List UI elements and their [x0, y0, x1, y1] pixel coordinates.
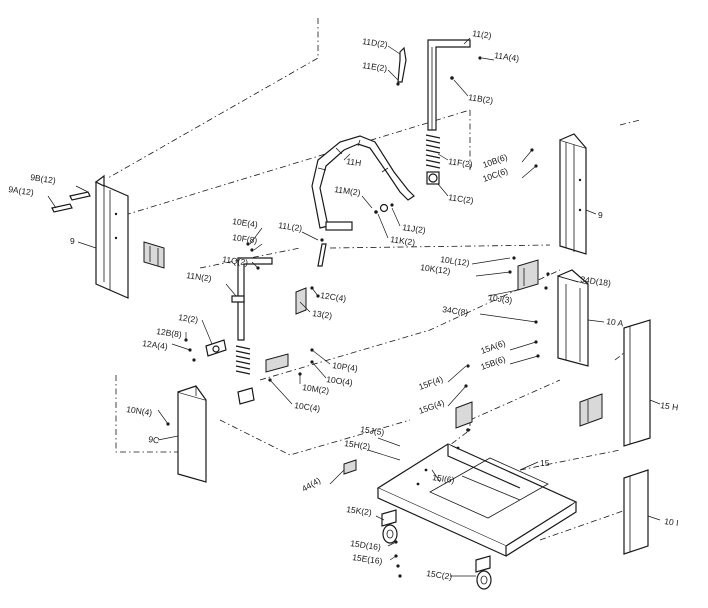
label-15e: 15E(16) [352, 552, 384, 566]
label-34c: 34C(8) [442, 304, 469, 318]
label-15h-right: 15 H [660, 400, 679, 412]
label-11a: 11A(4) [494, 50, 520, 63]
label-11-2: 11(2) [472, 28, 493, 41]
label-11d: 11D(2) [362, 36, 389, 49]
label-11j: 11J(2) [402, 222, 427, 235]
label-11k: 11K(2) [390, 234, 416, 247]
label-10j: 10J(3) [488, 292, 513, 305]
label-15h: 15H(2) [344, 438, 371, 452]
label-9c: 9C [148, 434, 160, 445]
label-11l: 11L(2) [278, 220, 303, 233]
label-15d: 15D(16) [350, 538, 382, 552]
label-15b: 15B(6) [479, 354, 507, 372]
handle-bar-11h [311, 135, 415, 267]
caster-wheels [381, 509, 492, 590]
pivot-arm-assembly [396, 39, 482, 185]
label-15g: 15G(4) [417, 397, 445, 416]
right-leg-10a [534, 269, 589, 367]
part-labels: 11D(2) 11E(2) 11(2) 11A(4) 11B(2) 11H 11… [8, 28, 679, 582]
bracket-10j [508, 256, 550, 291]
label-10c-left: 10C(4) [294, 400, 321, 414]
label-12b: 12B(8) [156, 326, 183, 339]
label-11c: 11C(2) [448, 192, 475, 205]
label-9-left: 9 [70, 236, 75, 246]
side-panel-10i [623, 469, 649, 555]
label-10o: 10O(4) [326, 374, 354, 388]
label-44: 44(4) [300, 475, 322, 494]
label-12c: 12C(4) [320, 290, 347, 304]
label-15i: 15I(6) [432, 472, 456, 485]
label-10e: 10E(4) [232, 216, 259, 229]
label-10l: 10L(12) [440, 254, 471, 268]
label-10a: 10 A [606, 316, 625, 328]
label-11n: 11N(2) [186, 270, 213, 283]
label-10p: 10P(4) [332, 360, 359, 373]
label-11f: 11F(2) [448, 156, 474, 169]
label-15k: 15K(2) [346, 504, 373, 517]
base-frame-15 [343, 364, 578, 557]
label-11h: 11H [346, 156, 362, 168]
label-9b: 9B(12) [30, 172, 57, 185]
label-10f: 10F(8) [232, 232, 258, 245]
label-10m: 10M(2) [302, 382, 330, 396]
plate-12 [184, 338, 314, 382]
label-10n: 10N(4) [126, 404, 153, 418]
label-11b: 11B(2) [468, 92, 494, 105]
lift-bar-11n [231, 242, 320, 405]
label-15: 15 [540, 458, 550, 468]
left-upright-9 [51, 174, 165, 299]
label-10k: 10K(12) [420, 262, 452, 276]
label-9a: 9A(12) [8, 184, 35, 197]
label-13: 13(2) [312, 308, 333, 321]
label-11q: 11Q(2) [222, 254, 249, 268]
label-11m: 11M(2) [334, 184, 362, 198]
right-upright-9 [530, 133, 587, 255]
label-12a: 12A(4) [142, 338, 169, 351]
left-leg-9c [166, 385, 207, 483]
label-15f: 15F(4) [417, 374, 444, 392]
side-panel-15h [579, 319, 651, 447]
leader-lines [47, 37, 661, 577]
label-9-right: 9 [598, 210, 603, 220]
label-10i: 10 I [664, 516, 679, 528]
label-15c: 15C(2) [426, 568, 453, 582]
label-34d: 34D(18) [580, 274, 612, 288]
label-15j: 15J(5) [360, 424, 385, 437]
label-11e: 11E(2) [362, 60, 388, 73]
label-12: 12(2) [178, 312, 199, 325]
